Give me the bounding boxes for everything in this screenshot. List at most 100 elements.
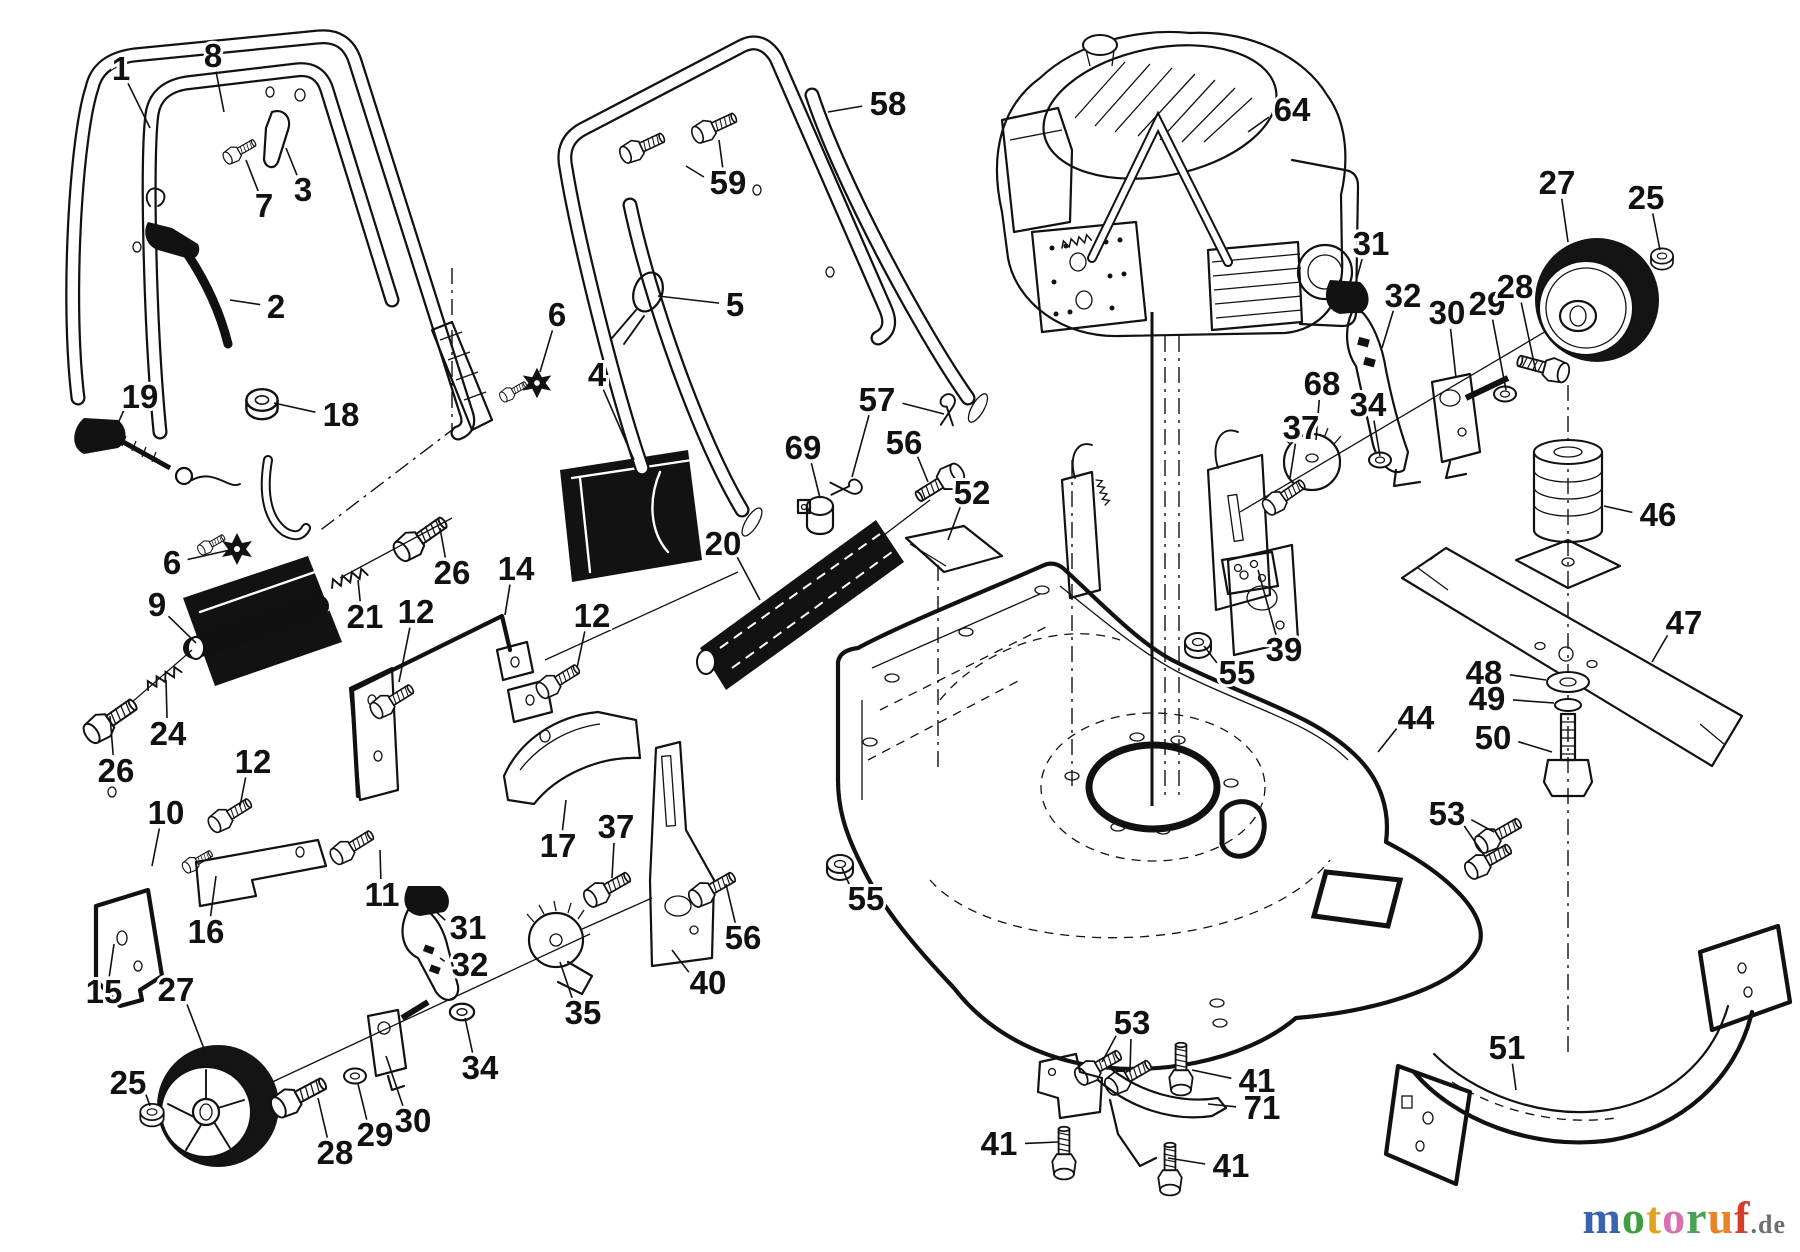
logo-letter: o xyxy=(1662,1192,1687,1243)
part-number: 19 xyxy=(122,378,159,415)
callout-15: 15 xyxy=(83,943,125,1013)
handle-lock-center xyxy=(526,740,741,996)
part-number: 44 xyxy=(1398,699,1435,736)
callout-16: 16 xyxy=(185,875,227,953)
callout-27: 27 xyxy=(1536,161,1578,243)
part-number: 29 xyxy=(1469,285,1506,322)
callout-35: 35 xyxy=(559,961,604,1034)
callout-12: 12 xyxy=(571,594,613,669)
callout-41: 41 xyxy=(1167,1144,1252,1187)
callout-50: 50 xyxy=(1472,716,1553,759)
part-number: 25 xyxy=(110,1064,147,1101)
part-number: 6 xyxy=(163,544,181,581)
handle-mount-brackets-left xyxy=(93,571,739,1009)
part-number: 52 xyxy=(954,474,991,511)
callout-31: 31 xyxy=(431,906,489,949)
callout-44: 44 xyxy=(1377,696,1438,753)
part-number: 37 xyxy=(1283,409,1320,446)
part-number: 59 xyxy=(710,164,747,201)
panel-20 xyxy=(696,520,904,690)
callout-57: 57 xyxy=(851,378,945,478)
part-number: 56 xyxy=(886,424,923,461)
front-roller-assembly xyxy=(78,509,454,749)
part-number: 29 xyxy=(357,1116,394,1153)
part-number: 34 xyxy=(462,1049,499,1086)
part-number: 24 xyxy=(150,715,187,752)
callout-2: 2 xyxy=(229,285,288,328)
callout-14: 14 xyxy=(495,547,538,616)
part-number: 10 xyxy=(148,794,185,831)
part-number: 55 xyxy=(848,880,885,917)
rear-skirt xyxy=(1383,923,1793,1187)
part-number: 39 xyxy=(1266,631,1303,668)
engine xyxy=(995,30,1360,338)
callout-17: 17 xyxy=(537,799,579,867)
part-number: 18 xyxy=(323,396,360,433)
callout-69: 69 xyxy=(782,426,824,499)
callout-53: 53 xyxy=(1426,792,1495,859)
callout-21: 21 xyxy=(344,579,386,638)
part-number: 32 xyxy=(1385,277,1422,314)
callout-28: 28 xyxy=(314,1097,356,1174)
callout-6: 6 xyxy=(539,293,569,373)
callout-71: 71 xyxy=(1207,1086,1283,1129)
part-number: 69 xyxy=(785,429,822,466)
callout-9: 9 xyxy=(145,583,197,644)
part-number: 64 xyxy=(1274,91,1311,128)
callout-20: 20 xyxy=(702,522,761,601)
part-number: 16 xyxy=(188,913,225,950)
callout-48: 48 xyxy=(1463,651,1547,694)
part-number: 21 xyxy=(347,598,384,635)
throttle-cable xyxy=(145,88,306,349)
callout-56: 56 xyxy=(722,883,764,959)
upper-handle-left xyxy=(65,29,494,798)
part-number: 50 xyxy=(1475,719,1512,756)
part-number: 14 xyxy=(498,550,535,587)
part-number: 31 xyxy=(1353,225,1390,262)
part-number: 2 xyxy=(267,288,285,325)
part-number: 49 xyxy=(1469,680,1506,717)
callout-39: 39 xyxy=(1257,569,1305,671)
part-number: 51 xyxy=(1489,1029,1526,1066)
deck-bolts xyxy=(1036,811,1527,1197)
part-number: 55 xyxy=(1219,654,1256,691)
callout-40: 40 xyxy=(671,949,729,1004)
part-number: 53 xyxy=(1114,1004,1151,1041)
callout-34: 34 xyxy=(1347,383,1390,457)
logo-suffix: .de xyxy=(1750,1210,1786,1239)
callout-5: 5 xyxy=(657,283,747,326)
part-number: 9 xyxy=(148,586,166,623)
logo-letter: t xyxy=(1645,1192,1663,1243)
callout-53: 53 xyxy=(1101,1001,1153,1073)
callout-27: 27 xyxy=(155,968,207,1055)
part-number: 68 xyxy=(1304,365,1341,402)
part-number: 26 xyxy=(98,752,135,789)
callout-6: 6 xyxy=(160,541,231,584)
part-number: 48 xyxy=(1466,654,1503,691)
logo-letter: r xyxy=(1686,1192,1708,1243)
part-number: 58 xyxy=(870,85,907,122)
callout-41: 41 xyxy=(1191,1059,1278,1102)
handle-attach-hardware xyxy=(771,391,1004,621)
callout-41: 41 xyxy=(978,1122,1059,1165)
part-number: 37 xyxy=(598,808,635,845)
part-number: 30 xyxy=(395,1102,432,1139)
logo-letter: o xyxy=(1621,1192,1646,1243)
part-number: 4 xyxy=(588,356,607,393)
logo-letter: f xyxy=(1734,1192,1751,1243)
callout-28: 28 xyxy=(1494,265,1537,373)
part-number: 27 xyxy=(1539,164,1576,201)
part-number: 12 xyxy=(574,597,611,634)
part-number: 31 xyxy=(450,909,487,946)
motoruf-logo: motoruf.de xyxy=(1583,1191,1787,1244)
callout-25: 25 xyxy=(1625,176,1667,251)
callout-18: 18 xyxy=(273,393,362,436)
part-number: 15 xyxy=(86,973,123,1010)
callout-29: 29 xyxy=(354,1083,396,1156)
callout-31: 31 xyxy=(1350,222,1392,297)
part-number: 28 xyxy=(1497,268,1534,305)
upper-handle-right xyxy=(557,35,989,537)
callout-51: 51 xyxy=(1486,1026,1528,1091)
